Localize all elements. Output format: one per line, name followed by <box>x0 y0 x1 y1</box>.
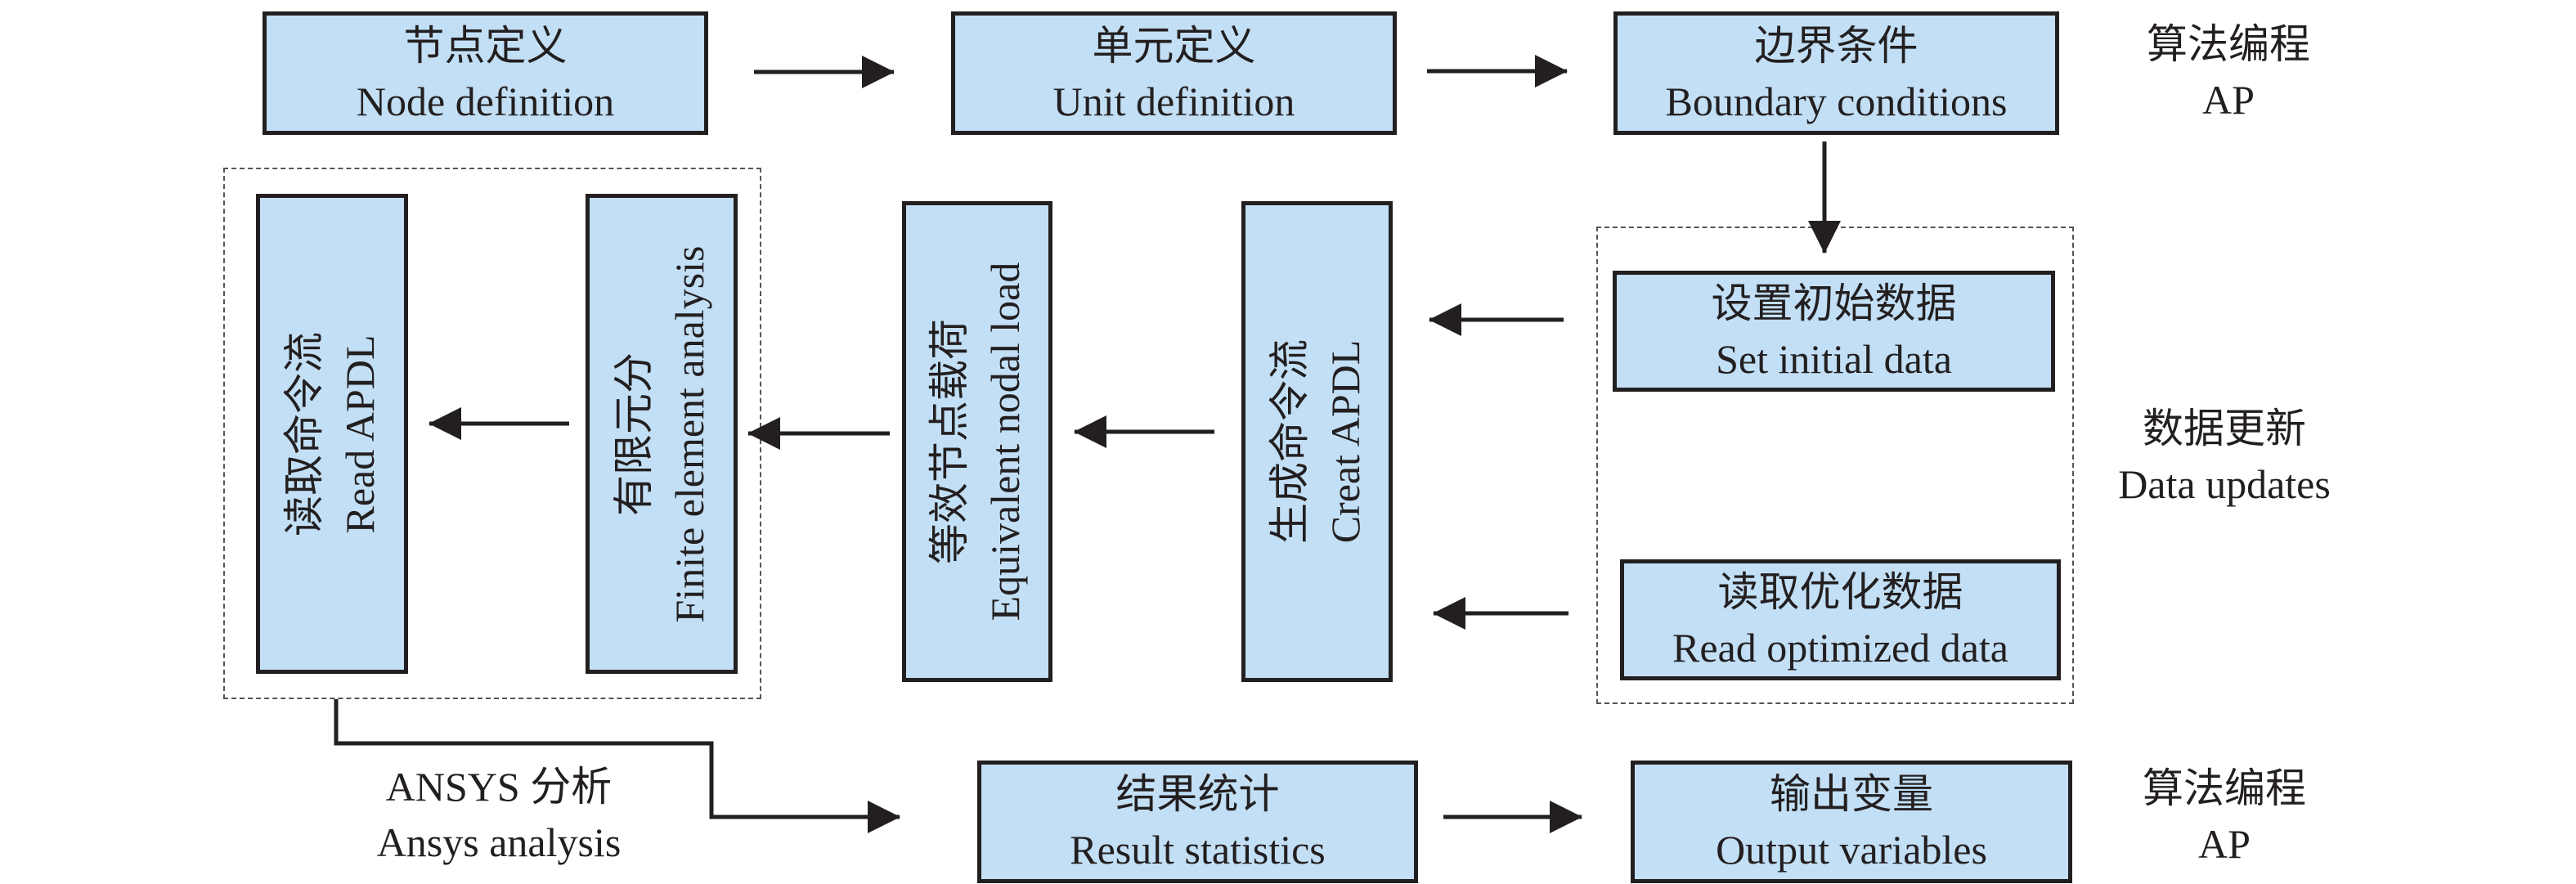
algorithm-programming-en: AP <box>2198 821 2251 867</box>
data-updates-en: Data updates <box>2118 461 2331 507</box>
data-updates-label: 数据更新 Data updates <box>2118 401 2331 512</box>
output-variables-zh: 输出变量 <box>1770 771 1933 817</box>
read-optimized-data-box[interactable]: 读取优化数据 Read optimized data <box>1620 559 2061 680</box>
output-variables-box[interactable]: 输出变量 Output variables <box>1631 761 2072 883</box>
equivalent-nodal-load-box[interactable]: 等效节点载荷 Equivalent nodal load <box>902 201 1052 682</box>
algorithm-programming-label-top: 算法编程 AP <box>2147 16 2310 128</box>
result-statistics-box[interactable]: 结果统计 Result statistics <box>977 761 1418 883</box>
node-definition-box[interactable]: 节点定义 Node definition <box>263 11 708 135</box>
finite-element-analysis-box[interactable]: 有限元分 Finite element analysis <box>586 194 738 674</box>
result-statistics-zh: 结果统计 <box>1115 771 1280 817</box>
algorithm-programming-zh: 算法编程 <box>2143 765 2306 811</box>
node-definition-zh: 节点定义 <box>403 22 568 69</box>
read-optimized-data-zh: 读取优化数据 <box>1717 569 1963 615</box>
node-definition-en: Node definition <box>356 78 615 124</box>
algorithm-programming-label-bottom: 算法编程 AP <box>2143 761 2306 872</box>
boundary-conditions-zh: 边界条件 <box>1754 22 1919 69</box>
read-optimized-data-en: Read optimized data <box>1672 625 2008 671</box>
set-initial-data-zh: 设置初始数据 <box>1711 280 1957 326</box>
connector-ansys-to-result <box>334 699 900 833</box>
ansys-analysis-label: ANSYS 分析 Ansys analysis <box>377 759 622 870</box>
result-statistics-en: Result statistics <box>1070 827 1326 873</box>
unit-definition-box[interactable]: 单元定义 Unit definition <box>951 11 1397 135</box>
data-updates-zh: 数据更新 <box>2143 406 2306 451</box>
set-initial-data-box[interactable]: 设置初始数据 Set initial data <box>1613 271 2055 392</box>
unit-definition-en: Unit definition <box>1052 78 1295 124</box>
creat-apdl-box[interactable]: 生成命令流 Creat APDL <box>1241 201 1393 682</box>
ansys-analysis-zh: ANSYS 分析 <box>385 764 613 810</box>
unit-definition-zh: 单元定义 <box>1092 22 1256 69</box>
algorithm-programming-zh: 算法编程 <box>2147 21 2310 67</box>
set-initial-data-en: Set initial data <box>1716 336 1952 382</box>
algorithm-programming-en: AP <box>2202 77 2255 123</box>
boundary-conditions-box[interactable]: 边界条件 Boundary conditions <box>1613 11 2059 135</box>
ansys-analysis-en: Ansys analysis <box>376 819 622 865</box>
read-apdl-box[interactable]: 读取命令流 Read APDL <box>256 194 408 674</box>
boundary-conditions-en: Boundary conditions <box>1665 78 2008 124</box>
output-variables-en: Output variables <box>1716 827 1987 873</box>
